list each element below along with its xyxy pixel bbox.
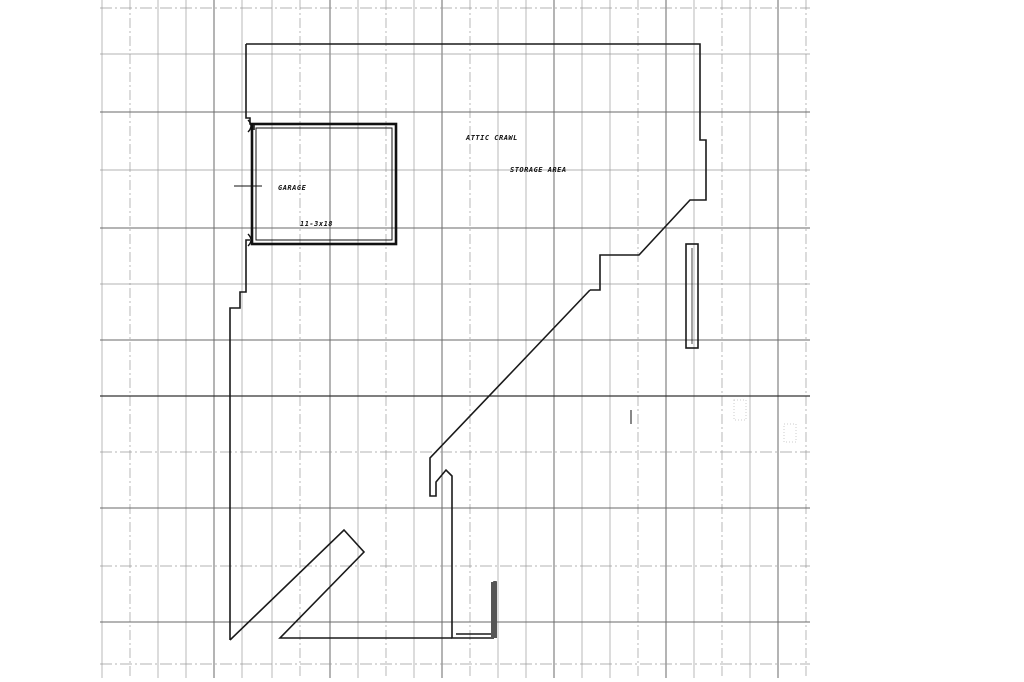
- post-bar: [491, 582, 497, 638]
- garage-name-label: GARAGE: [278, 184, 307, 192]
- garage-dimension-label: 11-3x18: [300, 220, 333, 228]
- storage-area-label: STORAGE AREA: [510, 166, 567, 174]
- garage-door-arc-top: [247, 119, 252, 133]
- dot-mark-b: [733, 399, 747, 421]
- dot-marks: [630, 399, 797, 443]
- dot-mark-a: [630, 410, 632, 424]
- slot-outer: [685, 243, 699, 349]
- dot-mark-c: [783, 423, 797, 443]
- left-wall: [229, 239, 250, 640]
- chimney-slot: [685, 243, 699, 349]
- garage-room: [234, 119, 398, 247]
- attic-room-label: ATTIC CRAWL: [465, 134, 518, 142]
- lower-diagonal-wall: [229, 528, 452, 641]
- plan-outline: [229, 43, 707, 641]
- stair-diagonal: [429, 289, 591, 639]
- garage-door-arc-bottom: [247, 233, 252, 247]
- top-wall: [246, 43, 707, 291]
- garage-outer-wall: [250, 122, 398, 246]
- garage-inner-wall: [255, 127, 393, 241]
- drafting-grid: [100, 0, 810, 678]
